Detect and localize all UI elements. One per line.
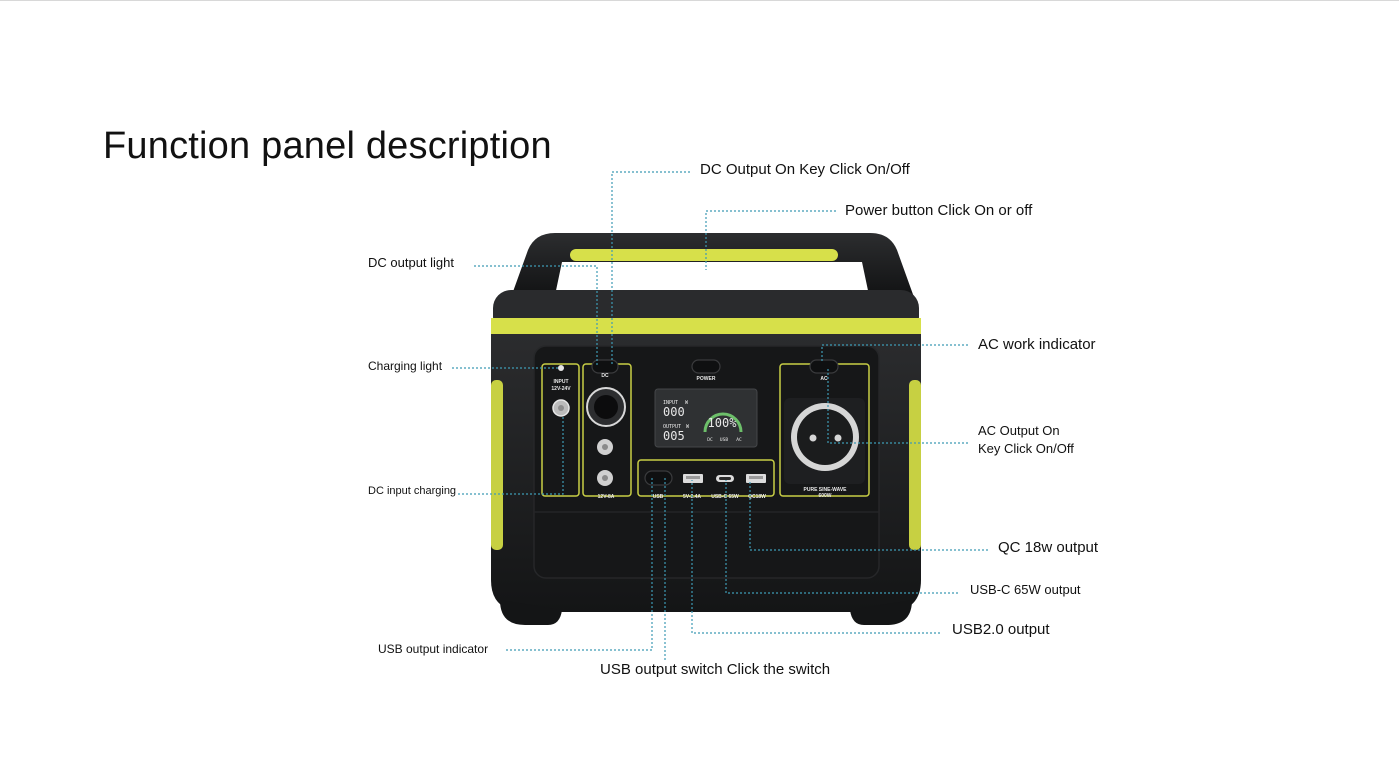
lcd-indicator-usb: USB [720, 437, 728, 443]
charging-light [558, 365, 564, 371]
top-divider [0, 0, 1399, 1]
lcd-display: INPUT W 000 OUTPUT W 005 100% DC USB AC [654, 388, 758, 448]
lcd-battery-percent: 100% [708, 416, 738, 430]
power-button [691, 359, 721, 374]
leader-ac-output-key [827, 368, 968, 444]
leader-power-button [705, 210, 836, 270]
lcd-indicator-dc: DC [707, 437, 713, 443]
leader-usb-c-output [725, 480, 958, 594]
left-side-accent [491, 380, 503, 550]
dc-input-section: INPUT 12V-24V [541, 363, 580, 497]
lcd-output-label: OUTPUT [663, 424, 681, 430]
ac-socket-label-1: PURE SINE-WAVE [804, 487, 848, 493]
callout-ac-output-key-line2: Key Click On/Off [978, 441, 1074, 456]
ac-button [809, 359, 839, 374]
leader-usb-output-indicator [506, 477, 653, 651]
left-foot [500, 600, 562, 625]
usb-switch-button [644, 470, 673, 486]
power-button-label: POWER [697, 376, 716, 382]
callout-dc-input-charging: DC input charging [368, 485, 457, 497]
dc-output-section: DC 12V-8A [582, 359, 632, 500]
right-side-accent [909, 380, 921, 550]
lcd-input-label: INPUT [663, 400, 678, 406]
lcd-output-unit: W [686, 424, 690, 430]
dc-button-label: DC [601, 373, 609, 379]
qc-label: QC18W [748, 494, 766, 500]
usb-c-label: USB-C 65W [711, 494, 739, 500]
ac-section: AC PURE SINE-WAVE 600W [779, 359, 870, 499]
callout-usb-output-switch: USB output switch Click the switch [600, 661, 831, 678]
input-port-label-1: INPUT [554, 379, 569, 385]
callout-ac-output-key-line1: AC Output On [978, 423, 1060, 438]
leader-dc-output-key [611, 171, 690, 365]
battery-ring [703, 412, 743, 433]
lcd-indicator-ac: AC [736, 437, 742, 443]
callout-power-button: Power button Click On or off [845, 202, 1033, 219]
leader-dc-output-light [474, 265, 598, 366]
callout-dc-output-key: DC Output On Key Click On/Off [700, 161, 910, 178]
ac-socket-label-2: 600W [818, 493, 831, 499]
right-foot [850, 600, 912, 625]
dc-rating-label: 12V-8A [598, 494, 615, 500]
lcd-output-value: 005 [663, 429, 685, 443]
callout-dc-output-light: DC output light [368, 255, 454, 270]
callout-usb2-output: USB2.0 output [952, 621, 1050, 638]
leader-lines [452, 171, 988, 660]
input-port-label-2: 12V-24V [551, 386, 571, 392]
callout-ac-work-indicator: AC work indicator [978, 336, 1096, 353]
lcd-input-value: 000 [663, 405, 685, 419]
leader-qc-output [749, 482, 988, 551]
carry-handle [510, 233, 915, 300]
callout-usb-output-indicator: USB output indicator [378, 642, 489, 656]
callout-charging-light: Charging light [368, 359, 443, 373]
usb-label: USB [653, 494, 664, 500]
dc-button [591, 359, 619, 374]
power-button-group: POWER [691, 359, 721, 382]
body-accent-band [491, 318, 921, 334]
lcd-input-unit: W [685, 400, 689, 406]
leader-ac-work-indicator [821, 344, 968, 363]
handle-accent-stripe [570, 249, 838, 261]
page-title: Function panel description [103, 125, 552, 167]
callout-qc-output: QC 18w output [998, 539, 1099, 556]
ac-button-label: AC [820, 376, 828, 382]
callout-usb-c-output: USB-C 65W output [970, 582, 1081, 597]
leader-dc-input-charging [458, 415, 564, 495]
leader-usb2-output [691, 480, 940, 634]
